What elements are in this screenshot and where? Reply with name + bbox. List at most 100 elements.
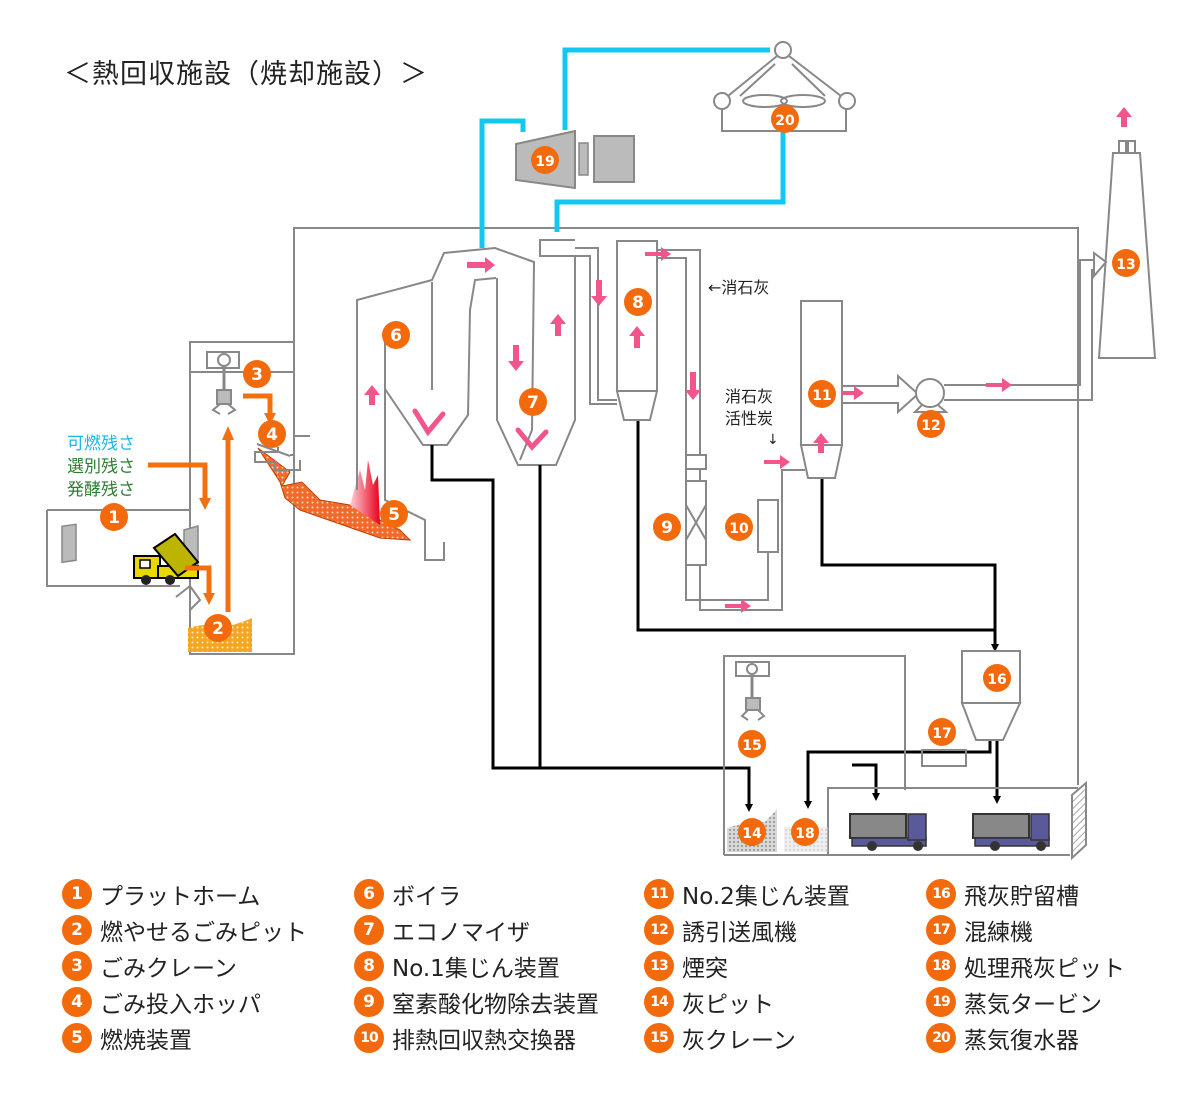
- diagram-badge-16: 16: [983, 664, 1011, 692]
- legend-label: 混練機: [964, 920, 1033, 946]
- ash-lines: [430, 420, 1001, 812]
- diagram-badge-1: 1: [100, 503, 128, 531]
- diagram-badge-6: 6: [382, 321, 410, 349]
- ash-truck-icon: [849, 813, 927, 851]
- badge-8: 8: [354, 951, 384, 981]
- fly-ash-truck-icon: [972, 813, 1050, 851]
- legend-label: ごみ投入ホッパ: [100, 992, 261, 1018]
- svg-text:1: 1: [108, 508, 120, 528]
- badge-11: 11: [644, 879, 674, 909]
- legend-label: No.1集じん装置: [392, 956, 560, 982]
- diagram-badge-9: 9: [653, 513, 681, 541]
- diagram-badge-17: 17: [928, 718, 956, 746]
- badge-4: 4: [62, 987, 92, 1017]
- waste-flow-arrows: [148, 393, 273, 612]
- fermentation-residue-label: 発酵残さ: [67, 480, 135, 500]
- badge-1: 1: [62, 879, 92, 909]
- boiler: [254, 239, 617, 561]
- legend-item: 3 ごみクレーン: [62, 948, 307, 984]
- diagram-badge-12: 12: [917, 410, 945, 438]
- svg-text:13: 13: [1116, 257, 1135, 273]
- diagram-badge-7: 7: [519, 388, 547, 416]
- building-outline: [46, 227, 1079, 785]
- legend-label: ごみクレーン: [100, 956, 237, 982]
- diagram-badge-4: 4: [258, 420, 286, 448]
- svg-text:4: 4: [266, 425, 278, 445]
- svg-text:8: 8: [632, 293, 644, 313]
- svg-text:19: 19: [535, 154, 554, 170]
- legend-label: 灰クレーン: [682, 1028, 796, 1054]
- legend-label: 誘引送風機: [682, 920, 797, 946]
- legend-label: No.2集じん装置: [682, 884, 850, 910]
- badge-16: 16: [926, 879, 956, 909]
- activated-carbon-label: 活性炭: [725, 409, 773, 428]
- legend-item: 13 煙突: [644, 948, 850, 984]
- legend-item: 1 プラットホーム: [62, 876, 307, 912]
- hopper-grate: [256, 443, 412, 541]
- diagram-badge-14: 14: [738, 818, 766, 846]
- ash-building: [723, 650, 1087, 861]
- process-diagram: ←消石灰 消石灰 活性炭 ↓ 可燃残さ 選別残さ 発酵残さ 1234567891…: [46, 41, 1157, 861]
- feed-down-arrow: ↓: [767, 432, 779, 448]
- combustible-residue-label: 可燃残さ: [67, 434, 135, 454]
- badge-13: 13: [644, 951, 674, 981]
- legend-label: 飛灰貯留槽: [964, 884, 1079, 910]
- svg-text:17: 17: [932, 726, 951, 742]
- legend-label: 排熱回収熱交換器: [392, 1028, 576, 1054]
- badge-6: 6: [354, 879, 384, 909]
- legend-label: 窒素酸化物除去装置: [392, 992, 599, 1018]
- badge-18: 18: [926, 951, 956, 981]
- denox-and-heat-exchanger: [685, 454, 779, 566]
- sorted-residue-label: 選別残さ: [67, 457, 135, 477]
- legend-item: 18 処理飛灰ピット: [926, 948, 1125, 984]
- legend-label: 処理飛灰ピット: [964, 956, 1125, 982]
- legend-item: 16 飛灰貯留槽: [926, 876, 1125, 912]
- diagram-badge-8: 8: [624, 288, 652, 316]
- svg-text:3: 3: [251, 365, 263, 385]
- legend-item: 14 灰ピット: [644, 984, 850, 1020]
- legend-label: プラットホーム: [100, 884, 261, 910]
- gas-swirl-arrows: [412, 408, 549, 451]
- legend-label: 燃やせるごみピット: [100, 920, 307, 946]
- badge-14: 14: [644, 987, 674, 1017]
- diagram-badge-15: 15: [738, 730, 766, 758]
- svg-text:12: 12: [921, 418, 940, 434]
- svg-text:7: 7: [527, 393, 539, 413]
- diagram-badge-2: 2: [204, 614, 232, 642]
- gas-flow-arrows: [364, 107, 1132, 613]
- badge-9: 9: [354, 987, 384, 1017]
- legend-label: 蒸気復水器: [964, 1028, 1079, 1054]
- waste-arrowheads: [199, 413, 276, 605]
- svg-text:20: 20: [775, 113, 795, 129]
- slaked-lime-label-1: ←消石灰: [708, 278, 769, 297]
- diagram-badge-19: 19: [531, 146, 559, 174]
- legend-label: 蒸気タービン: [964, 992, 1102, 1018]
- legend-label: 灰ピット: [682, 992, 774, 1018]
- garbage-crane-icon: [206, 351, 240, 415]
- svg-text:5: 5: [388, 505, 400, 525]
- badge-5: 5: [62, 1023, 92, 1053]
- legend-label: 煙突: [682, 956, 728, 982]
- flame-icon: [350, 460, 380, 525]
- svg-text:14: 14: [742, 826, 762, 842]
- svg-text:6: 6: [390, 326, 402, 346]
- svg-text:16: 16: [987, 672, 1006, 688]
- legend-item: 9 窒素酸化物除去装置: [354, 984, 599, 1020]
- svg-text:15: 15: [742, 738, 761, 754]
- legend-label: エコノマイザ: [392, 920, 530, 946]
- badge-20: 20: [926, 1023, 956, 1053]
- legend-column-1: 1 プラットホーム 2 燃やせるごみピット 3 ごみクレーン 4 ごみ投入ホッパ 5 燃焼…: [62, 876, 307, 1056]
- badge-2: 2: [62, 915, 92, 945]
- legend-label: 燃焼装置: [100, 1028, 192, 1054]
- legend-item: 11 No.2集じん装置: [644, 876, 850, 912]
- badge-3: 3: [62, 951, 92, 981]
- svg-text:18: 18: [795, 826, 814, 842]
